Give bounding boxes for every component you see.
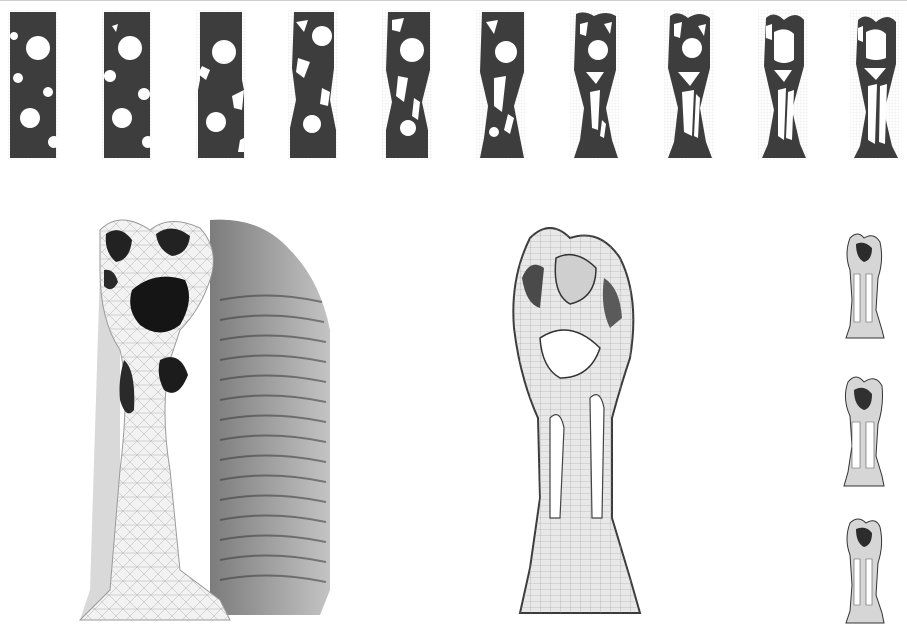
optimization-frame-7 [570,10,620,160]
optimization-frame-5 [382,10,432,160]
optimization-frame-3 [196,10,246,160]
optimization-frame-6 [476,10,526,160]
optimization-frame-8 [664,10,714,160]
thumbnail-render-3 [838,515,888,627]
perspective-mesh-render [60,210,360,631]
optimization-frame-4 [288,10,338,160]
optimization-sequence [0,0,907,170]
optimization-frame-1 [8,10,58,160]
optimization-frame-9 [758,10,808,160]
wireframe-section-render [500,218,670,628]
thumbnail-render-1 [838,230,888,342]
optimization-frame-2 [102,10,152,160]
thumbnail-render-2 [838,372,888,490]
optimization-frame-10 [850,10,900,160]
top-rule [0,0,907,1]
